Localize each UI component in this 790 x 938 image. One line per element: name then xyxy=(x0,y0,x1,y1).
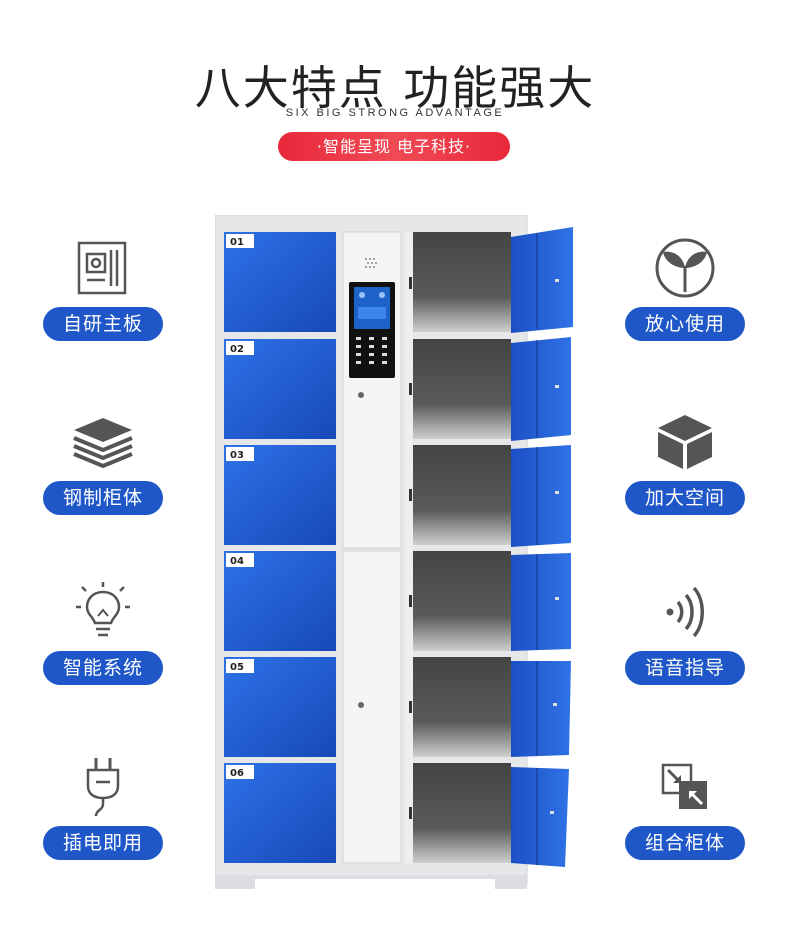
locker-cabinet: 01 02 03 04 05 06 xyxy=(214,214,575,895)
lightbulb-icon xyxy=(43,577,163,647)
feature-label: 加大空间 xyxy=(625,481,745,515)
feature-label: 组合柜体 xyxy=(625,826,745,860)
key-lock-icon xyxy=(358,702,364,708)
door-number: 06 xyxy=(230,768,244,779)
sound-wave-icon xyxy=(625,577,745,647)
locker-door-03[interactable] xyxy=(224,445,336,545)
locker-door-06[interactable] xyxy=(224,763,336,863)
door-number: 05 xyxy=(230,662,244,673)
feature-combined-body: 组合柜体 xyxy=(625,752,745,860)
open-door[interactable] xyxy=(511,661,571,757)
key-lock-icon xyxy=(358,392,364,398)
open-door[interactable] xyxy=(511,227,573,333)
feature-smart-system: 智能系统 xyxy=(43,577,163,685)
locker-door-02[interactable] xyxy=(224,339,336,439)
page-subtitle: SIX BIG STRONG ADVANTAGE xyxy=(285,107,505,119)
sprout-icon xyxy=(625,233,745,303)
circuit-board-icon xyxy=(43,233,163,303)
door-number: 03 xyxy=(230,450,244,461)
page-title: 八大特点 功能强大 xyxy=(194,61,596,115)
feature-plug-and-play: 插电即用 xyxy=(43,752,163,860)
door-number: 01 xyxy=(230,237,244,248)
door-number: 04 xyxy=(230,556,244,567)
speaker-icon xyxy=(365,258,377,268)
door-number: 02 xyxy=(230,344,244,355)
feature-label: 放心使用 xyxy=(625,307,745,341)
combine-arrows-icon xyxy=(625,752,745,822)
keypad[interactable] xyxy=(356,337,387,364)
open-door[interactable] xyxy=(511,553,571,651)
open-door[interactable] xyxy=(511,767,569,867)
feature-label: 插电即用 xyxy=(43,826,163,860)
open-doors xyxy=(511,227,573,867)
control-panel xyxy=(342,231,402,864)
locker-door-05[interactable] xyxy=(224,657,336,757)
feature-label: 钢制柜体 xyxy=(43,481,163,515)
feature-safe-use: 放心使用 xyxy=(625,233,745,341)
left-doors: 01 02 03 04 05 06 xyxy=(224,232,336,863)
feature-circuit-board: 自研主板 xyxy=(43,233,163,341)
plug-icon xyxy=(43,752,163,822)
feature-larger-space: 加大空间 xyxy=(625,407,745,515)
tagline-pill: ·智能呈现 电子科技· xyxy=(278,132,510,161)
feature-label: 自研主板 xyxy=(43,307,163,341)
locker-door-01[interactable] xyxy=(224,232,336,332)
open-compartments xyxy=(405,232,511,864)
open-door[interactable] xyxy=(511,337,571,441)
feature-label: 智能系统 xyxy=(43,651,163,685)
cube-icon xyxy=(625,407,745,477)
open-door[interactable] xyxy=(511,445,571,547)
layers-icon xyxy=(43,407,163,477)
feature-voice-guide: 语音指导 xyxy=(625,577,745,685)
feature-label: 语音指导 xyxy=(625,651,745,685)
locker-door-04[interactable] xyxy=(224,551,336,651)
feature-steel-body: 钢制柜体 xyxy=(43,407,163,515)
